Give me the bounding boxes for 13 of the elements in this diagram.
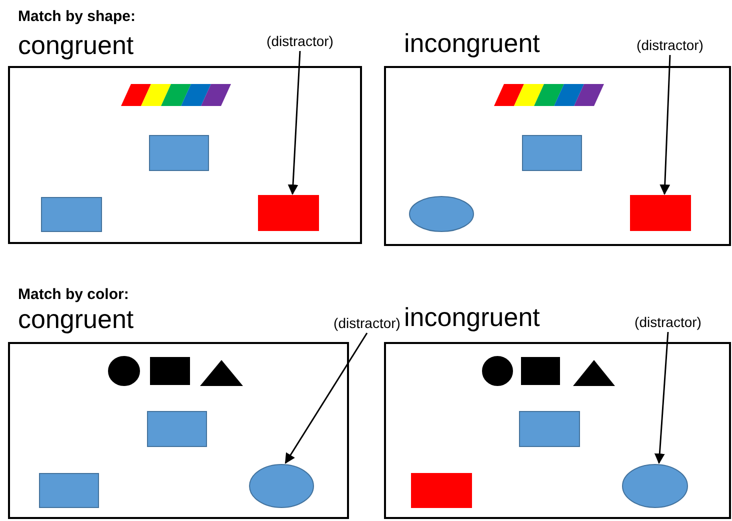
panel-heading: congruent bbox=[18, 30, 134, 60]
arrow bbox=[288, 50, 301, 196]
distractor-label: (distractor) bbox=[258, 31, 342, 51]
arrow bbox=[654, 332, 669, 464]
distractor-label: (distractor) bbox=[628, 35, 712, 55]
panel-heading: congruent bbox=[18, 304, 134, 334]
section-heading: Match by shape: bbox=[18, 8, 136, 26]
arrow bbox=[660, 54, 671, 196]
section-heading: Match by color: bbox=[18, 286, 129, 304]
distractor-label: (distractor) bbox=[626, 312, 710, 332]
panel-heading: incongruent bbox=[404, 302, 540, 332]
panel-heading: incongruent bbox=[404, 28, 540, 58]
arrow bbox=[284, 332, 368, 464]
